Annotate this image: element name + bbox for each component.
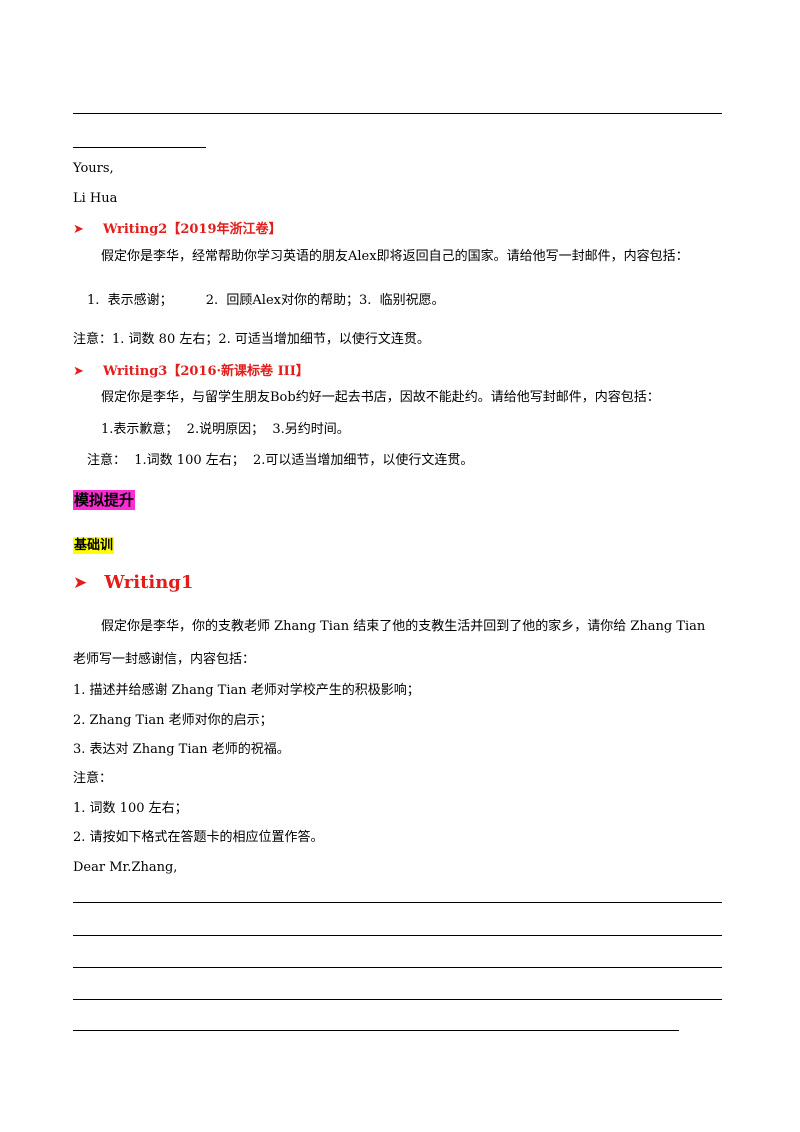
writing3-title: Writing3【2016·新课标卷 III】: [103, 364, 309, 379]
writing1-item1: 1. 描述并给感谢 Zhang Tian 老师对学校产生的积极影响；: [73, 683, 420, 698]
writing1-note2: 2. 请按如下格式在答题卡的相应位置作答。: [73, 830, 324, 845]
writing1-salutation: Dear Mr.Zhang,: [73, 860, 178, 875]
writing1-prompt-line2: 老师写一封感谢信，内容包括：: [73, 652, 256, 667]
writing3-prompt: 假定你是李华，与留学生朋友Bob约好一起去书店，因故不能赴约。请给他写封邮件，内…: [101, 390, 660, 405]
arrow-bullet-icon: ➤: [73, 364, 84, 379]
closing-name: Li Hua: [73, 191, 118, 206]
section-heading: 模拟提升: [73, 489, 136, 510]
arrow-bullet-icon: ➤: [73, 222, 84, 237]
arrow-bullet-icon: ➤: [73, 573, 88, 593]
answer-line: [73, 935, 722, 936]
answer-line: [73, 967, 722, 968]
writing2-prompt: 假定你是李华，经常帮助你学习英语的朋友Alex即将返回自己的国家。请给他写一封邮…: [101, 249, 689, 264]
closing-yours: Yours,: [73, 161, 114, 176]
answer-line: [73, 113, 722, 114]
writing3-notes: 注意： 1.词数 100 左右； 2.可以适当增加细节，以使行文连贯。: [87, 453, 474, 468]
answer-line: [73, 902, 722, 903]
writing1-note1: 1. 词数 100 左右；: [73, 801, 188, 816]
section-heading-text: 模拟提升: [73, 490, 136, 510]
writing2-header: ➤ Writing2【2019年浙江卷】: [73, 218, 282, 239]
writing1-prompt-line1: 假定你是李华，你的支教老师 Zhang Tian 结束了他的支教生活并回到了他的…: [101, 619, 706, 634]
writing1-item2: 2. Zhang Tian 老师对你的启示；: [73, 713, 273, 728]
answer-line: [73, 999, 722, 1000]
section-subheading-text: 基础训: [73, 537, 115, 554]
writing2-points: 1. 表示感谢； 2. 回顾Alex对你的帮助；3. 临别祝愿。: [87, 293, 445, 308]
section-subheading: 基础训: [73, 534, 115, 554]
writing2-notes: 注意：1. 词数 80 左右；2. 可适当增加细节，以使行文连贯。: [73, 332, 430, 347]
writing1-header: ➤ Writing1: [73, 572, 193, 594]
writing1-note-label: 注意：: [73, 771, 113, 786]
answer-line: [73, 1030, 679, 1031]
writing3-points: 1.表示歉意； 2.说明原因； 3.另约时间。: [101, 422, 350, 437]
writing2-title: Writing2【2019年浙江卷】: [103, 222, 282, 237]
answer-line: [73, 147, 206, 148]
writing1-title: Writing1: [104, 572, 194, 593]
writing3-header: ➤ Writing3【2016·新课标卷 III】: [73, 360, 309, 381]
writing1-item3: 3. 表达对 Zhang Tian 老师的祝福。: [73, 742, 290, 757]
